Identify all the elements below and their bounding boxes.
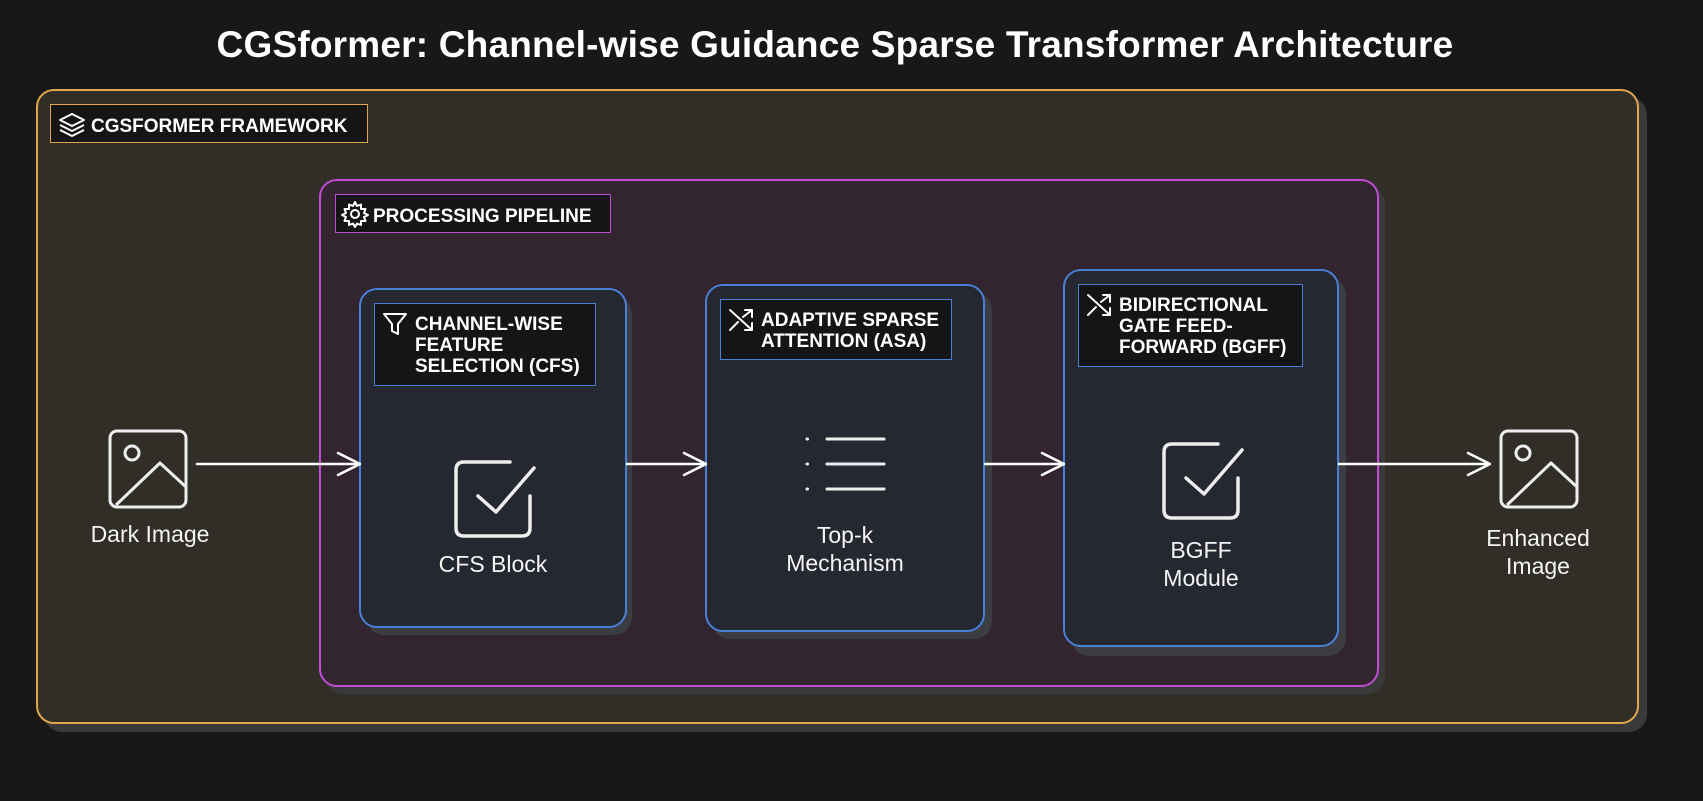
asa-body-line2: Mechanism bbox=[786, 550, 904, 576]
shuffle-icon bbox=[1085, 291, 1113, 319]
bgff-header-line: FORWARD (BGFF) bbox=[1119, 337, 1287, 358]
output-label-line1: Enhanced bbox=[1486, 525, 1590, 551]
pipeline-tag: PROCESSING PIPELINE bbox=[335, 194, 611, 233]
gear-icon bbox=[340, 200, 370, 228]
asa-header-line: ATTENTION (ASA) bbox=[761, 331, 927, 352]
filter-icon bbox=[381, 310, 409, 338]
input-label: Dark Image bbox=[90, 521, 210, 547]
shuffle-icon bbox=[727, 306, 755, 334]
cfs-header: CHANNEL-WISE FEATURE SELECTION (CFS) bbox=[374, 303, 596, 386]
checkbox-icon bbox=[1160, 438, 1244, 522]
diagram-title: CGSformer: Channel-wise Guidance Sparse … bbox=[216, 24, 1454, 65]
list-icon bbox=[802, 430, 892, 494]
asa-header-line: ADAPTIVE SPARSE bbox=[761, 310, 940, 331]
asa-header: ADAPTIVE SPARSE ATTENTION (ASA) bbox=[720, 299, 952, 360]
cfs-header-line: SELECTION (CFS) bbox=[415, 356, 580, 377]
layers-icon bbox=[57, 111, 87, 139]
cfs-header-line: CHANNEL-WISE bbox=[415, 314, 563, 335]
cfs-body-label: CFS Block bbox=[438, 551, 548, 577]
input-node: Dark Image bbox=[70, 424, 230, 554]
bgff-header-line: GATE FEED- bbox=[1119, 316, 1233, 337]
bgff-header: BIDIRECTIONAL GATE FEED- FORWARD (BGFF) bbox=[1078, 284, 1303, 367]
framework-label: CGSFORMER FRAMEWORK bbox=[91, 116, 348, 137]
asa-body-line1: Top-k bbox=[816, 522, 874, 548]
bgff-header-line: BIDIRECTIONAL bbox=[1119, 295, 1268, 316]
bgff-body-line1: BGFF bbox=[1170, 537, 1232, 563]
output-label-line2: Image bbox=[1506, 553, 1570, 579]
checkbox-icon bbox=[452, 456, 536, 540]
cfs-header-line: FEATURE bbox=[415, 335, 504, 356]
image-icon bbox=[108, 429, 188, 509]
output-node: Enhanced Image bbox=[1460, 424, 1616, 584]
framework-tag: CGSFORMER FRAMEWORK bbox=[50, 104, 368, 143]
image-icon bbox=[1499, 429, 1579, 509]
pipeline-label: PROCESSING PIPELINE bbox=[373, 206, 592, 227]
bgff-body-line2: Module bbox=[1163, 565, 1239, 591]
